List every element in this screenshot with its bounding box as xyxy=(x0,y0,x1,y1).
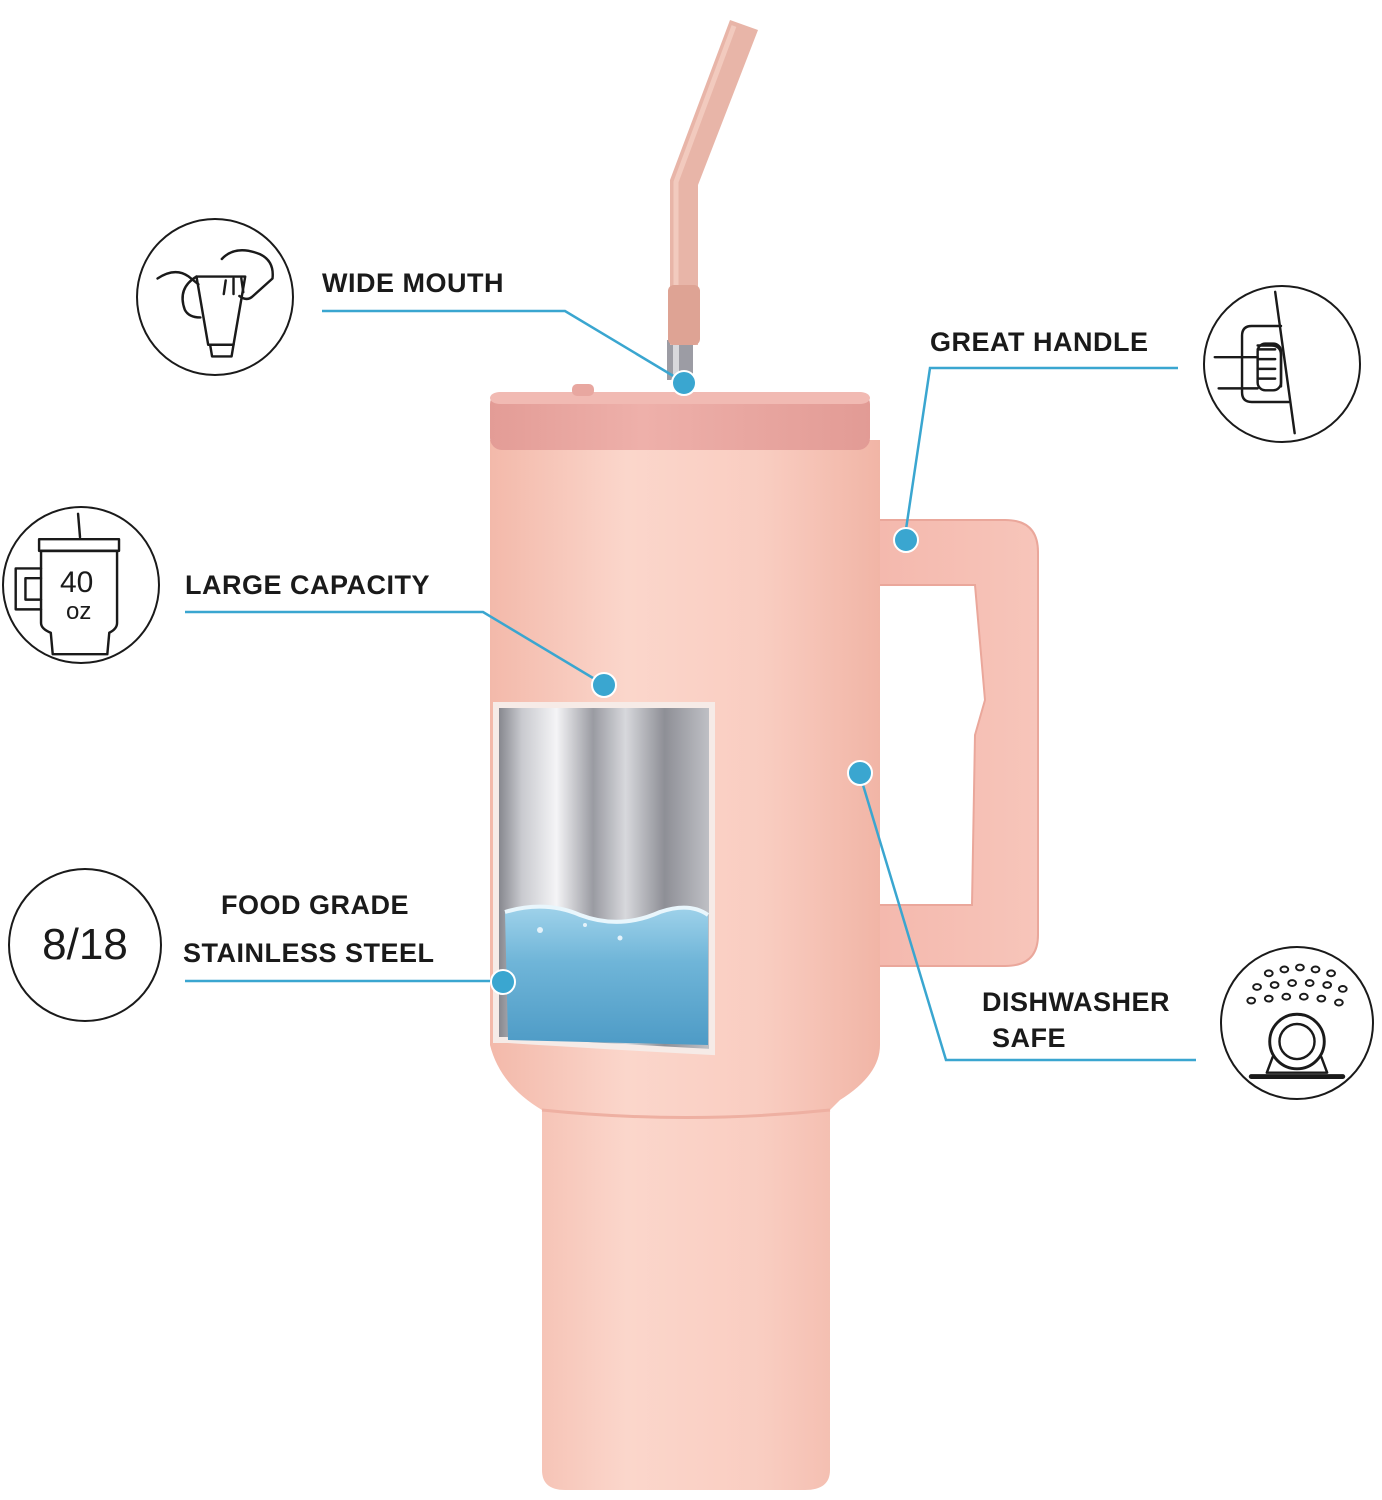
capacity-unit: oz xyxy=(66,598,92,625)
wide-mouth-label: WIDE MOUTH xyxy=(322,268,504,298)
great-handle-label: GREAT HANDLE xyxy=(930,327,1149,357)
dishwasher-label: DISHWASHER xyxy=(982,987,1171,1017)
hand-gripping-handle-icon xyxy=(1203,285,1361,443)
capacity-number: 40 xyxy=(60,566,94,599)
handle xyxy=(869,519,1039,967)
steel-grade-badge-icon: 8/18 xyxy=(8,868,162,1022)
callout-lines xyxy=(185,309,1196,1062)
tumbler-capacity-icon: 40 oz xyxy=(2,506,160,664)
steel-grade-text: 8/18 xyxy=(42,920,128,969)
food-grade-label: FOOD GRADE xyxy=(221,890,410,920)
hand-cleaning-cup-icon xyxy=(136,218,294,376)
dishwasher-icon xyxy=(1220,946,1374,1100)
water-drops xyxy=(1246,963,1348,1007)
stainless-steel-label: STAINLESS STEEL xyxy=(183,938,435,968)
lid xyxy=(490,384,870,450)
stainless-steel-cutaway xyxy=(493,702,715,1056)
callout-dots xyxy=(490,370,919,995)
straw xyxy=(667,20,758,380)
safe-label: SAFE xyxy=(992,1023,1067,1053)
large-capacity-label: LARGE CAPACITY xyxy=(185,570,431,600)
